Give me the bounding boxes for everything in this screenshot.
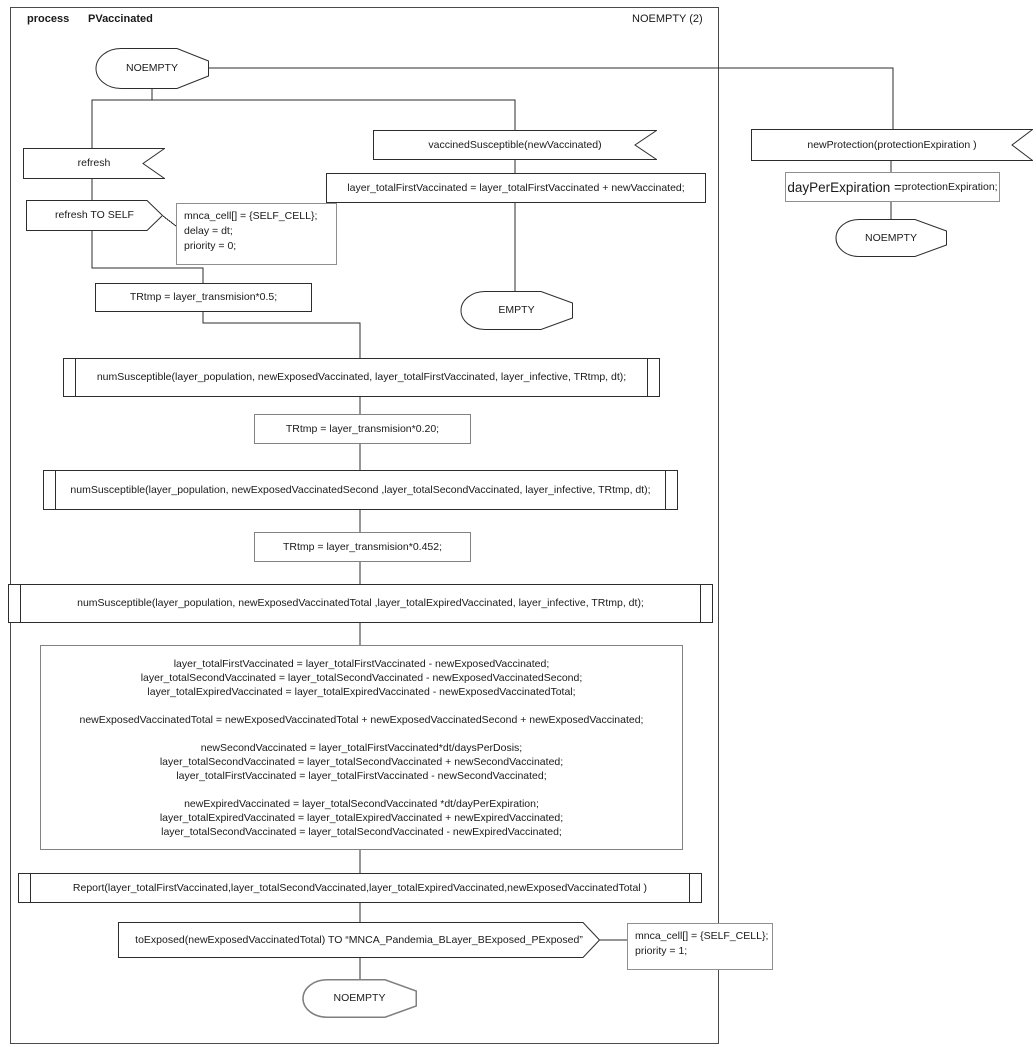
process-frame [10,7,719,1044]
param-line: delay = dt; [184,225,233,237]
update-group-subtract: layer_totalFirstVaccinated = layer_total… [141,657,583,699]
send-flag-shape [26,200,163,231]
state-label: NOEMPTY [333,992,386,1004]
state-noempty-end[interactable]: NOEMPTY [302,979,417,1018]
call-num-susceptible-second[interactable]: numSusceptible(layer_population, newExpo… [43,470,678,510]
state-empty[interactable]: EMPTY [460,291,573,330]
assign-update-block[interactable]: layer_totalFirstVaccinated = layer_total… [40,645,683,850]
terminator-shape [460,291,573,330]
params-box-refresh[interactable]: mnca_cell[] = {SELF_CELL}; delay = dt; p… [176,203,337,265]
send-refresh-to-self[interactable]: refresh TO SELF [26,200,177,231]
assign-trtmp-020[interactable]: TRtmp = layer_transmision*0.20; [254,414,471,444]
connector-trtmp05-to-num1 [202,310,361,358]
update-line: layer_totalExpiredVaccinated = layer_tot… [147,685,576,698]
assign-rhs-label: protectionExpiration; [901,180,998,193]
connector-group [91,67,894,979]
connector-start-to-protection [209,67,894,129]
param-line: mnca_cell[] = {SELF_CELL}; [184,210,318,222]
receive-flag-shape [23,148,165,179]
state-label: NOEMPTY [865,231,917,244]
update-line: layer_totalFirstVaccinated = layer_total… [173,657,550,670]
params-box-to-exposed[interactable]: mnca_cell[] = {SELF_CELL}; priority = 1; [627,923,773,970]
receive-vaccined-susceptible[interactable]: vaccinedSusceptible(newVaccinated) [373,130,679,160]
call-label: numSusceptible(layer_population, newExpo… [77,597,644,609]
state-noempty-protection[interactable]: NOEMPTY [835,219,947,257]
assign-label: TRtmp = layer_transmision*0.452; [282,540,443,553]
receive-flag-shape [751,129,1033,161]
update-group-expired: newExpiredVaccinated = layer_totalSecond… [160,797,563,839]
assign-day-per-expiration[interactable]: dayPerExpiration = protectionExpiration; [785,172,1000,202]
state-label: EMPTY [498,304,535,316]
state-label: NOEMPTY [126,62,178,74]
call-num-susceptible-total[interactable]: numSusceptible(layer_population, newExpo… [8,584,713,623]
receive-label: newProtection(protectionExpiration ) [807,138,977,151]
update-group-total: newExposedVaccinatedTotal = newExposedVa… [80,713,644,727]
assign-label: TRtmp = layer_transmision*0.5; [129,291,278,303]
receive-refresh[interactable]: refresh [23,148,185,179]
subroutine-stripes [20,585,701,622]
call-label: Report(layer_totalFirstVaccinated,layer_… [72,881,648,894]
update-group-second-dose: newSecondVaccinated = layer_totalFirstVa… [160,741,563,783]
assign-trtmp-0452[interactable]: TRtmp = layer_transmision*0.452; [254,532,471,562]
assign-label: TRtmp = layer_transmision*0.20; [285,422,440,435]
update-line: newSecondVaccinated = layer_totalFirstVa… [200,741,523,754]
send-label: refresh TO SELF [55,209,134,221]
connector-send-to-trtmp05 [91,231,204,283]
state-count-label: NOEMPTY (2) [632,13,703,25]
terminator-shape [835,219,947,257]
receive-label: refresh [77,157,111,169]
receive-new-protection[interactable]: newProtection(protectionExpiration ) [751,129,1036,161]
call-label: numSusceptible(layer_population, newExpo… [96,371,627,383]
assign-total-first-vaccinated[interactable]: layer_totalFirstVaccinated = layer_total… [326,173,706,203]
update-line: layer_totalExpiredVaccinated = layer_tot… [159,811,564,824]
receive-label: vaccinedSusceptible(newVaccinated) [428,138,602,151]
update-line: layer_totalSecondVaccinated = layer_tota… [161,825,562,838]
assign-lhs-label: dayPerExpiration = [787,179,902,195]
send-flag-shape [118,922,600,958]
send-to-exposed[interactable]: toExposed(newExposedVaccinatedTotal) TO … [118,922,615,958]
terminator-shape [302,979,417,1018]
process-keyword-label: process [27,13,70,25]
update-line: newExpiredVaccinated = layer_totalSecond… [184,797,539,810]
connector-send-params [162,215,177,227]
param-line: priority = 1; [635,945,688,957]
assign-label: layer_totalFirstVaccinated = layer_total… [347,181,685,194]
terminator-shape [95,48,209,89]
state-noempty-start[interactable]: NOEMPTY [95,48,209,89]
call-label: numSusceptible(layer_population, newExpo… [70,483,651,496]
call-report[interactable]: Report(layer_totalFirstVaccinated,layer_… [18,873,702,903]
param-line: mnca_cell[] = {SELF_CELL}; [635,930,769,942]
send-label: toExposed(newExposedVaccinatedTotal) TO … [135,933,583,946]
receive-flag-shape [373,130,657,160]
subroutine-stripes [30,874,690,902]
update-line: layer_totalSecondVaccinated = layer_tota… [159,755,564,768]
assign-trtmp-05[interactable]: TRtmp = layer_transmision*0.5; [95,283,312,312]
update-line: newExposedVaccinatedTotal = newExposedVa… [79,713,644,726]
subroutine-stripes [55,471,666,509]
update-line: layer_totalFirstVaccinated = layer_total… [176,769,547,782]
process-name-label: PVaccinated [88,13,153,25]
connector-top-split [91,99,516,148]
update-line: layer_totalSecondVaccinated = layer_tota… [140,671,583,684]
call-num-susceptible-first[interactable]: numSusceptible(layer_population, newExpo… [63,358,660,397]
subroutine-stripes [75,359,648,396]
param-line: priority = 0; [184,240,237,252]
